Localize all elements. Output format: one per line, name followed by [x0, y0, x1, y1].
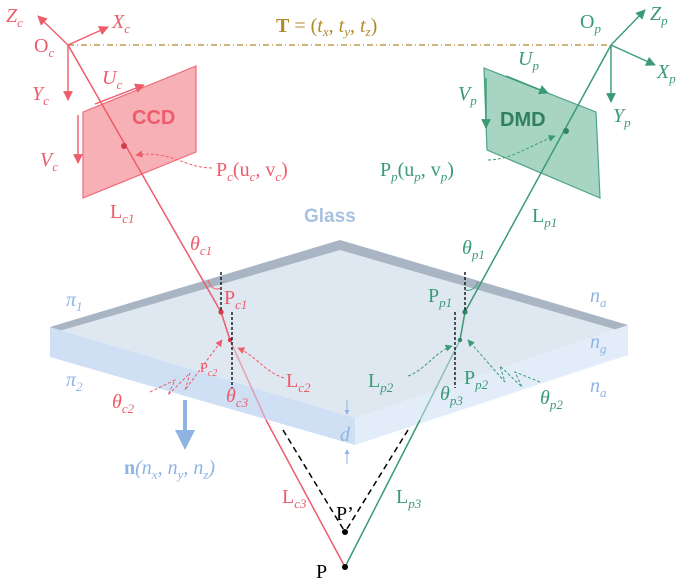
translation-label: T = (tx, ty, tz): [276, 15, 377, 39]
camera-pc1-label: Pc1: [224, 287, 247, 312]
ccd-label: CCD: [132, 107, 175, 129]
camera-u-label: Uc: [102, 67, 122, 92]
camera-lc3-label: Lc3: [282, 486, 307, 511]
camera-thetac2-label: θc2: [112, 391, 135, 416]
projector-leader-thetap2: [467, 339, 541, 388]
camera-z-axis: [37, 15, 69, 46]
camera-x-label: Xc: [111, 11, 130, 36]
ng-label: ng: [590, 331, 607, 356]
projector-pixel-label: Pp(up, vp): [380, 159, 454, 184]
camera-ray-lc2: [220, 311, 231, 341]
dmd-label: DMD: [500, 109, 546, 131]
na-bottom-label: na: [590, 375, 607, 400]
projector-u-label: Up: [518, 48, 539, 73]
virtual-ray-right: [344, 429, 409, 533]
projector-pp1-label: Pp1: [428, 285, 452, 310]
ccd-sensor: [82, 65, 197, 199]
camera-ray-lc2-continued: [229, 339, 267, 421]
na-top-label: na: [590, 285, 607, 310]
camera-z-label: Zc: [6, 5, 23, 30]
object-point-marker: [342, 564, 348, 570]
camera-origin-label: Oc: [34, 35, 54, 60]
camera-v-label: Vc: [40, 149, 58, 174]
projector-lp3-label: Lp3: [396, 486, 422, 511]
projector-ray-lp2: [459, 311, 466, 341]
thickness-label: d: [340, 424, 351, 446]
projector-thetap1-label: θp1: [462, 237, 485, 262]
camera-thetac1-label: θc1: [190, 233, 212, 258]
dmd-sensor: [483, 67, 601, 199]
projector-z-axis: [610, 9, 646, 46]
projector-lp1-label: Lp1: [532, 205, 557, 230]
glass-front-left-face: [50, 327, 355, 445]
projector-x-label: Xp: [656, 61, 676, 86]
pi1-label: π1: [66, 289, 83, 314]
projector-ray-lp3: [344, 419, 421, 568]
projector-ray-lp1: [464, 44, 612, 313]
camera-angle-c1-arc: [207, 279, 222, 290]
object-point-label: P: [316, 561, 327, 581]
camera-ray-lc3: [265, 419, 346, 568]
virtual-point-label: P’: [336, 503, 354, 525]
camera-pixel-point: [121, 143, 127, 149]
camera-x-axis: [67, 26, 109, 46]
camera-thetac3-label: θc3: [226, 385, 249, 410]
camera-group: [37, 15, 346, 568]
virtual-point-marker: [342, 529, 348, 535]
projector-z-label: Zp: [650, 3, 668, 28]
projector-pp2-label: Pp2: [464, 367, 489, 392]
camera-ray-lc1: [67, 44, 222, 313]
projector-angle-p1-arc: [464, 281, 479, 291]
projector-v-label: Vp: [458, 83, 477, 108]
glass-label: Glass: [304, 206, 356, 227]
pi2-label: π2: [66, 369, 83, 394]
projector-ray-lp2-continued: [419, 339, 461, 421]
camera-leader-pc: [135, 150, 213, 169]
camera-lc2-label: Lc2: [286, 370, 311, 395]
projector-leader-pp: [487, 135, 556, 161]
projector-origin-label: Op: [580, 11, 601, 36]
camera-leader-lc2: [237, 347, 285, 379]
projector-pp1-point: [462, 309, 468, 315]
camera-y-label: Yc: [32, 83, 49, 108]
normal-vector-label: n(nx, ny, nz): [124, 457, 215, 482]
projector-group: [344, 9, 656, 568]
camera-pc2-label: Pc2: [200, 361, 217, 379]
camera-u-axis: [94, 83, 145, 105]
projector-leader-lp2: [407, 344, 453, 377]
camera-pixel-label: Pc(uc, vc): [216, 159, 288, 184]
projector-pp2-point: [457, 337, 463, 343]
projector-thetap3-label: θp3: [440, 383, 463, 408]
camera-pc1-point: [218, 309, 224, 315]
glass-slab: [50, 240, 628, 445]
camera-lc1-label: Lc1: [110, 201, 135, 226]
projector-lp2-label: Lp2: [368, 370, 394, 395]
projector-x-axis: [610, 44, 656, 66]
projector-pixel-point: [563, 128, 569, 134]
camera-pc2-point: [227, 337, 233, 343]
projector-y-label: Yp: [613, 105, 631, 130]
projector-thetap2-label: θp2: [540, 387, 563, 412]
projector-u-axis: [505, 75, 549, 95]
